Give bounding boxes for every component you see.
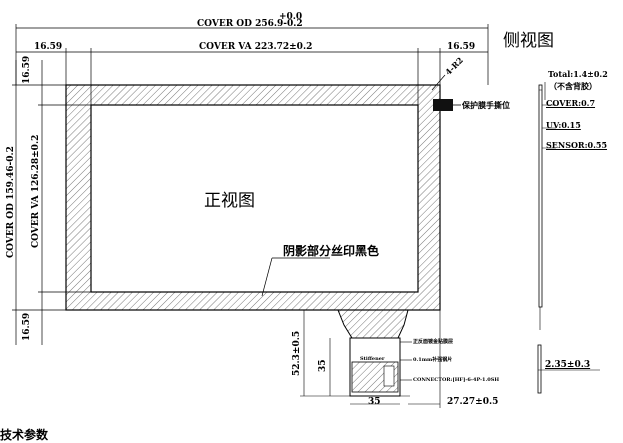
cover-od-height-label: COVER OD 159.46-0.2 bbox=[6, 146, 16, 258]
fpc-right-label: 27.27±0.5 bbox=[447, 397, 499, 407]
uv-layer-label: UV:0.15 bbox=[546, 120, 581, 130]
connector-label: CONNECTOR:[HF]-6-4P-1.0SH bbox=[413, 377, 500, 383]
cover-od-width-label: COVER OD 256.9-0.2 bbox=[197, 19, 303, 29]
fpc-note-2: Stiffener bbox=[360, 356, 385, 362]
cover-layer-label: COVER:0.7 bbox=[546, 98, 596, 108]
border-left-top-label: 16.59 bbox=[34, 42, 63, 52]
cover-va-width-label: COVER VA 223.72±0.2 bbox=[199, 42, 313, 52]
protect-film-tab-label: 保护膜手撕位 bbox=[462, 100, 510, 110]
front-view-title: 正视图 bbox=[204, 191, 255, 211]
fpc-note-3: 0.1mm补强钢片 bbox=[413, 357, 453, 363]
fpc-width-vertical-label: 35 bbox=[318, 359, 328, 372]
fpc-note-1: 正反面镀金贴膜层 bbox=[413, 339, 454, 345]
top-tolerance-label: +0.0 bbox=[279, 12, 303, 22]
fpc-tail bbox=[337, 309, 409, 339]
section-title: 技术参数 bbox=[0, 428, 49, 442]
side-view-title: 侧视图 bbox=[503, 31, 554, 51]
fpc-width-horizontal-label: 35 bbox=[368, 397, 381, 407]
border-left-lower-label: 16.59 bbox=[22, 312, 32, 341]
total-thickness-label: Total:1.4±0.2 bbox=[548, 69, 608, 79]
side-view-stack bbox=[538, 84, 543, 308]
no-backing-label: （不含背胶） bbox=[549, 81, 597, 91]
sensor-layer-label: SENSOR:0.55 bbox=[546, 140, 608, 150]
fpc-length-label: 52.3±0.5 bbox=[292, 330, 302, 376]
shadow-note: 阴影部分丝印黑色 bbox=[283, 244, 380, 258]
protect-film-tab-mark bbox=[433, 99, 453, 111]
fpc-offset-label: 2.35±0.3 bbox=[545, 360, 591, 370]
view-area bbox=[90, 104, 419, 293]
border-left-upper-label: 16.59 bbox=[22, 55, 32, 84]
border-right-top-label: 16.59 bbox=[447, 42, 476, 52]
cover-va-height-label: COVER VA 126.28±0.2 bbox=[31, 134, 41, 248]
